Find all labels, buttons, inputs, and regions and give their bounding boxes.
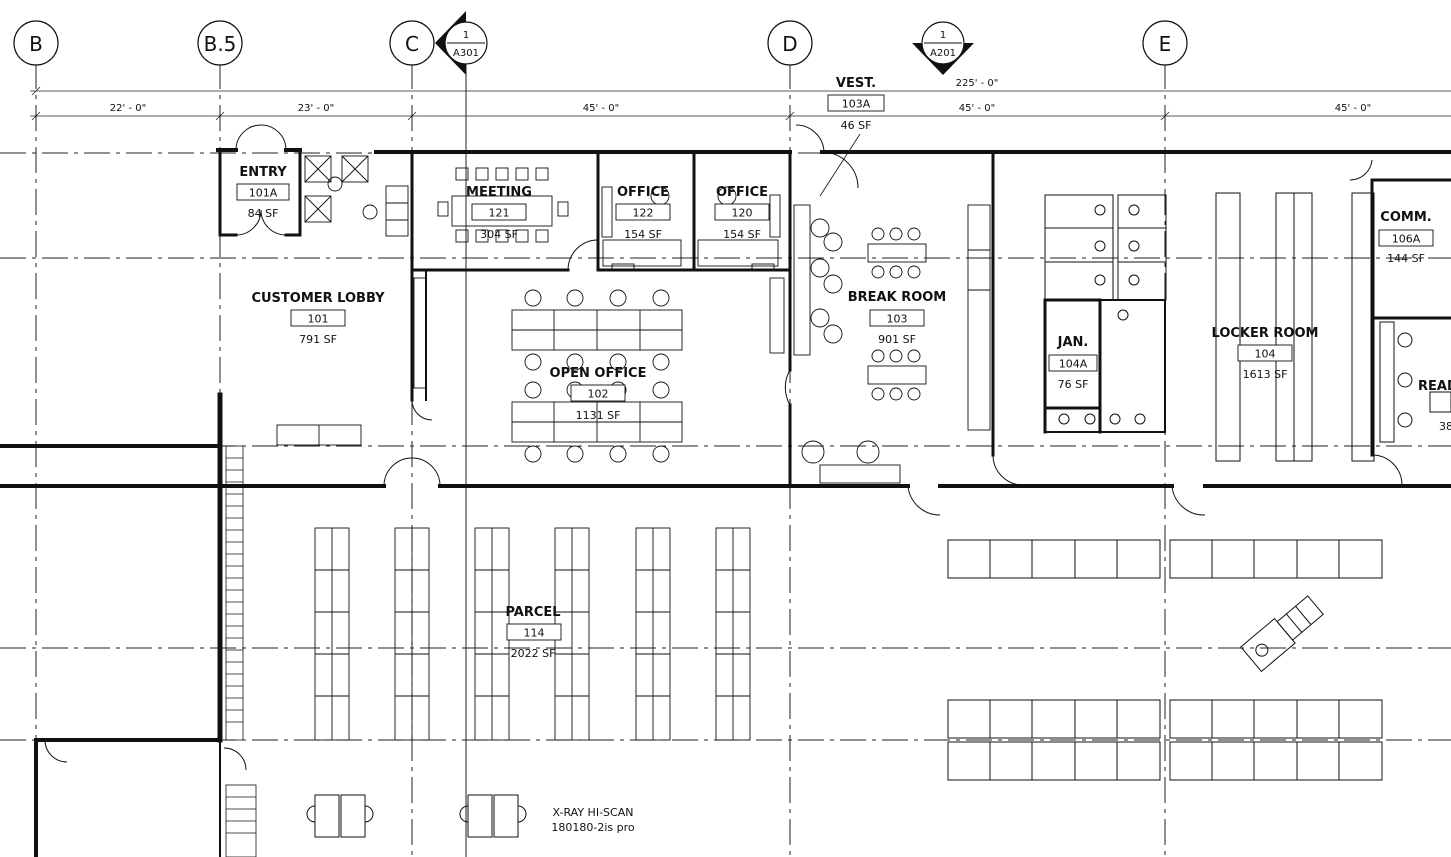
room-number-janitor: 104A [1059,358,1088,371]
room-tag-meeting: MEETING 121 304 SF [466,185,532,241]
dimension-d-e: 45' - 0" [959,103,995,114]
grid-label-b: B [29,32,43,56]
lobby-seating [276,155,409,446]
room-area-break-room: 901 SF [878,333,916,346]
xray-units [306,794,527,838]
room-tag-locker-room: LOCKER ROOM 104 1613 SF [1212,326,1319,381]
ready-room-furniture [1379,321,1451,443]
room-tag-vestibule: VEST. 103A 46 SF [819,76,885,197]
grid-bubble-e: E [1142,20,1188,66]
room-tag-customer-lobby: CUSTOMER LOBBY 101 791 SF [251,291,385,346]
room-area-meeting: 304 SF [480,228,518,241]
room-name-meeting: MEETING [466,185,532,200]
room-number-entry: 101A [249,187,278,200]
room-name-parcel: PARCEL [505,605,560,620]
room-area-entry: 84 SF [248,207,279,220]
break-room-furniture [793,204,991,484]
room-name-locker-room: LOCKER ROOM [1212,326,1319,341]
lockers [1215,192,1375,462]
room-area-janitor: 76 SF [1058,378,1089,391]
section-marker-number: 1 [463,30,469,41]
dimension-c-d: 45' - 0" [583,103,619,114]
room-name-customer-lobby: CUSTOMER LOBBY [251,291,385,306]
xray-label-line1: X-RAY HI-SCAN [553,806,634,819]
equipment-tag-xray: X-RAY HI-SCAN 180180-2is pro [551,806,635,834]
dimension-b-b5: 22' - 0" [110,103,146,114]
elevation-marker: 1 A201 [912,21,974,75]
office-furniture [601,186,781,270]
room-tag-janitor: JAN. 104A 76 SF [1048,335,1098,391]
room-tag-break-room: BREAK ROOM 103 901 SF [848,290,947,346]
room-number-open-office: 102 [588,388,609,401]
room-area-locker-room: 1613 SF [1243,368,1288,381]
grid-bubble-b: B [13,20,59,66]
doors [44,124,1403,771]
room-area-customer-lobby: 791 SF [299,333,337,346]
room-tag-parcel: PARCEL 114 2022 SF [505,605,562,660]
room-area-office-120: 154 SF [723,228,761,241]
room-name-office-120: OFFICE [716,185,768,200]
xray-label-line2: 180180-2is pro [551,821,635,834]
grid-bubble-d: D [767,20,813,66]
restroom-fixtures [1044,194,1167,425]
room-name-vestibule: VEST. [836,76,876,91]
room-tag-open-office: OPEN OFFICE 102 1131 SF [550,366,647,422]
room-tag-comm: COMM. 106A 144 SF [1378,210,1434,265]
room-number-customer-lobby: 101 [308,313,329,326]
dimension-overall: 225' - 0" [956,78,999,89]
room-number-meeting: 121 [489,207,510,220]
stair [225,445,257,857]
forklift [1240,595,1324,673]
room-number-parcel: 114 [524,627,545,640]
dimension-b5-c: 23' - 0" [298,103,334,114]
room-area-ready: 38 [1439,420,1451,433]
room-name-break-room: BREAK ROOM [848,290,947,305]
room-number-comm: 106A [1392,233,1421,246]
room-name-comm: COMM. [1380,210,1431,225]
room-tag-office-120: OFFICE 120 154 SF [714,185,770,241]
grid-label-c: C [405,32,419,56]
room-area-vestibule: 46 SF [841,119,872,132]
room-name-open-office: OPEN OFFICE [550,366,647,381]
room-name-ready: READY [1418,379,1451,394]
walls [0,148,1451,857]
room-name-office-122: OFFICE [617,185,669,200]
section-marker-sheet: A301 [453,48,479,59]
room-name-entry: ENTRY [239,165,287,180]
grid-bubble-b5: B.5 [197,20,243,66]
elevation-marker-number: 1 [940,30,946,41]
room-number-office-120: 120 [732,207,753,220]
room-number-locker-room: 104 [1255,348,1276,361]
room-number-break-room: 103 [887,313,908,326]
dimension-e-next: 45' - 0" [1335,103,1371,114]
grid-label-d: D [782,32,797,56]
room-name-janitor: JAN. [1057,335,1089,350]
grid-label-b5: B.5 [204,32,237,56]
section-marker: 1 A301 [435,11,488,75]
room-number-office-122: 122 [633,207,654,220]
meeting-table [437,167,569,243]
open-office-workstations [413,277,785,463]
conveyor-racks [947,539,1383,781]
grid-bubble-c: C [389,20,435,66]
room-area-parcel: 2022 SF [511,647,556,660]
room-tag-ready: READY 38 [1418,379,1451,433]
room-area-comm: 144 SF [1387,252,1425,265]
room-tag-entry: ENTRY 101A 84 SF [236,165,290,220]
room-area-open-office: 1131 SF [576,409,621,422]
room-area-office-122: 154 SF [624,228,662,241]
elevation-marker-sheet: A201 [930,48,956,59]
room-tag-office-122: OFFICE 122 154 SF [615,185,671,241]
parcel-racks [314,527,751,741]
room-number-vestibule: 103A [842,98,871,111]
dimension-lines [30,86,1451,121]
grid-label-e: E [1159,32,1172,56]
